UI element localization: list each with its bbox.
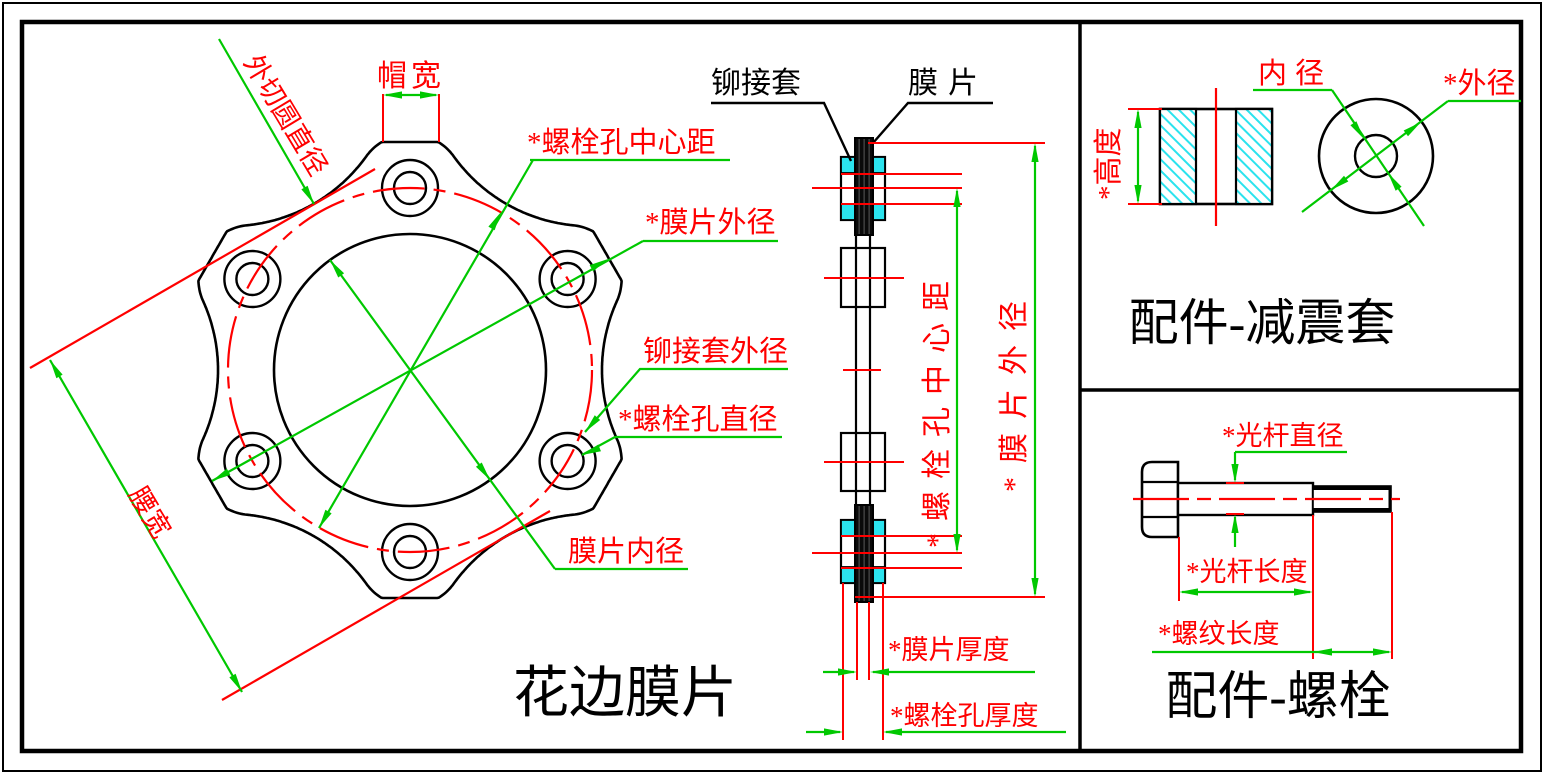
label-damper-outer-diameter: *外径 xyxy=(1443,67,1516,100)
label-bolt-hole-diameter: *螺栓孔直径 xyxy=(618,403,778,436)
label-rod-diameter: *光杆直径 xyxy=(1222,421,1344,451)
flange-red-reference-lines xyxy=(29,94,594,701)
label-damper-height: *高度 xyxy=(1092,127,1125,200)
damper-panel xyxy=(1128,88,1521,227)
label-diaphragm: 膜片 xyxy=(908,67,988,100)
label-diaphragm-outer-diameter: *膜片外径 xyxy=(645,206,776,239)
flange-green-dimensions xyxy=(49,38,788,693)
label-waist-width: 腰宽 xyxy=(123,482,177,544)
label-diaphragm-thickness: *膜片厚度 xyxy=(888,635,1010,665)
label-bolt-hole-thickness: *螺栓孔厚度 xyxy=(890,701,1039,731)
label-rivet-sleeve: 铆接套 xyxy=(711,67,801,100)
title-bolt: 配件-螺栓 xyxy=(1165,669,1390,726)
label-rivet-sleeve-outer-diameter: 铆接套外径 xyxy=(643,335,788,368)
title-damper-sleeve: 配件-减震套 xyxy=(1129,295,1396,351)
label-rod-length: *光杆长度 xyxy=(1186,557,1308,587)
label-bolt-hole-center-distance: *螺栓孔中心距 xyxy=(527,126,716,159)
label-circumscribed-diameter: 外切圆直径 xyxy=(238,50,333,181)
label-thread-length: *螺纹长度 xyxy=(1158,619,1280,649)
label-diaphragm-inner-diameter: 膜片内径 xyxy=(568,535,684,568)
title-flower-edge-diaphragm: 花边膜片 xyxy=(513,663,737,725)
side-view-green-dimensions xyxy=(806,143,1066,736)
bolt-panel xyxy=(1133,450,1400,659)
label-damper-inner-diameter: 内径 xyxy=(1258,57,1332,90)
side-view-red-lines xyxy=(812,142,1045,740)
label-side-bolt-center-distance: *螺栓孔中心距 xyxy=(921,269,954,548)
label-side-diaphragm-outer-diameter: *膜片外径 xyxy=(998,287,1031,492)
label-cap-width: 帽宽 xyxy=(377,60,445,93)
